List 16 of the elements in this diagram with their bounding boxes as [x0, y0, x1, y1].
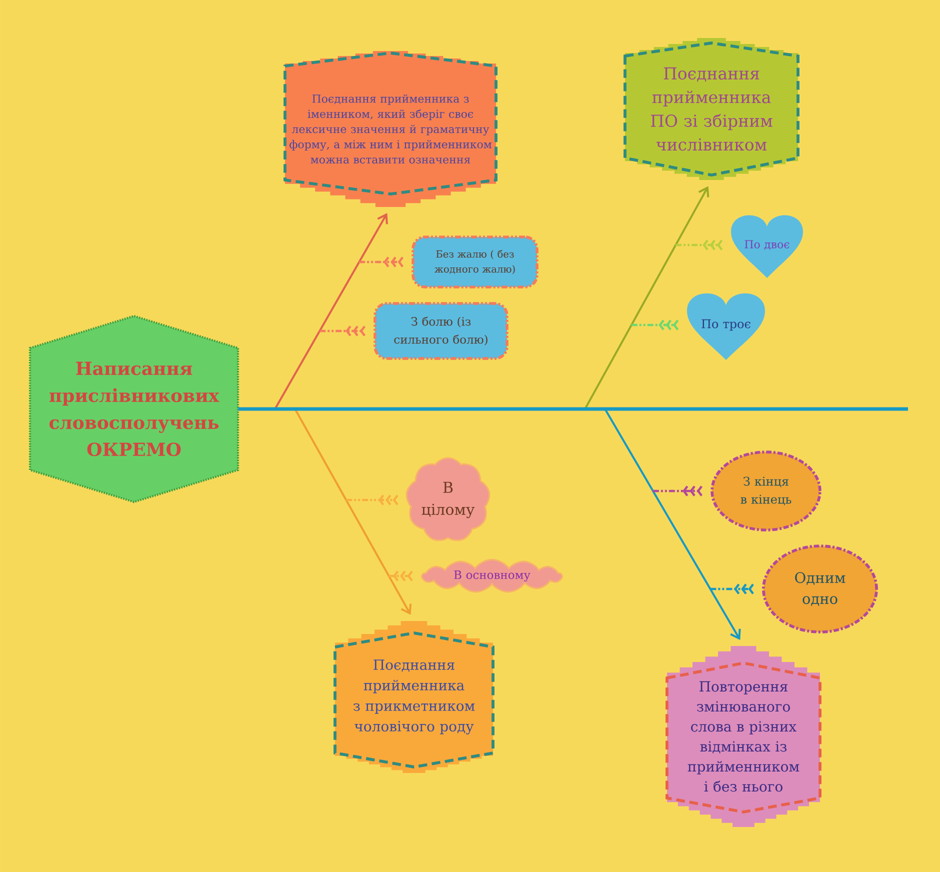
category-box: Повторення змінюваного слова в різних відмінках із прийменником і без нього [666, 646, 822, 827]
connector-line [631, 320, 679, 330]
rounded-box: Без жалю ( без жодного жалю) [412, 236, 538, 288]
rounded-box: З болю (із сильного болю) [374, 302, 508, 360]
connector-line [346, 494, 398, 506]
connector-line [320, 326, 366, 336]
hexagon-topic: Написання прислівникових словосполучень ОКРЕМО [28, 314, 240, 504]
connector-line [710, 584, 754, 594]
category-box: Поєднання прийменника ПО зі збірним числівником [624, 38, 800, 180]
category-box: Поєднання прийменника з іменником, який зберіг своє лексичне значення й граматичну форму, а між ним і прийменником можна вставити означення [284, 51, 498, 207]
connector-line [676, 240, 723, 250]
category-box: Поєднання прийменника з прикметником чоловічого роду [334, 621, 494, 773]
connector-line [652, 486, 703, 496]
connector-line [388, 570, 413, 582]
spine-line [238, 407, 908, 411]
connector-line [359, 256, 404, 268]
